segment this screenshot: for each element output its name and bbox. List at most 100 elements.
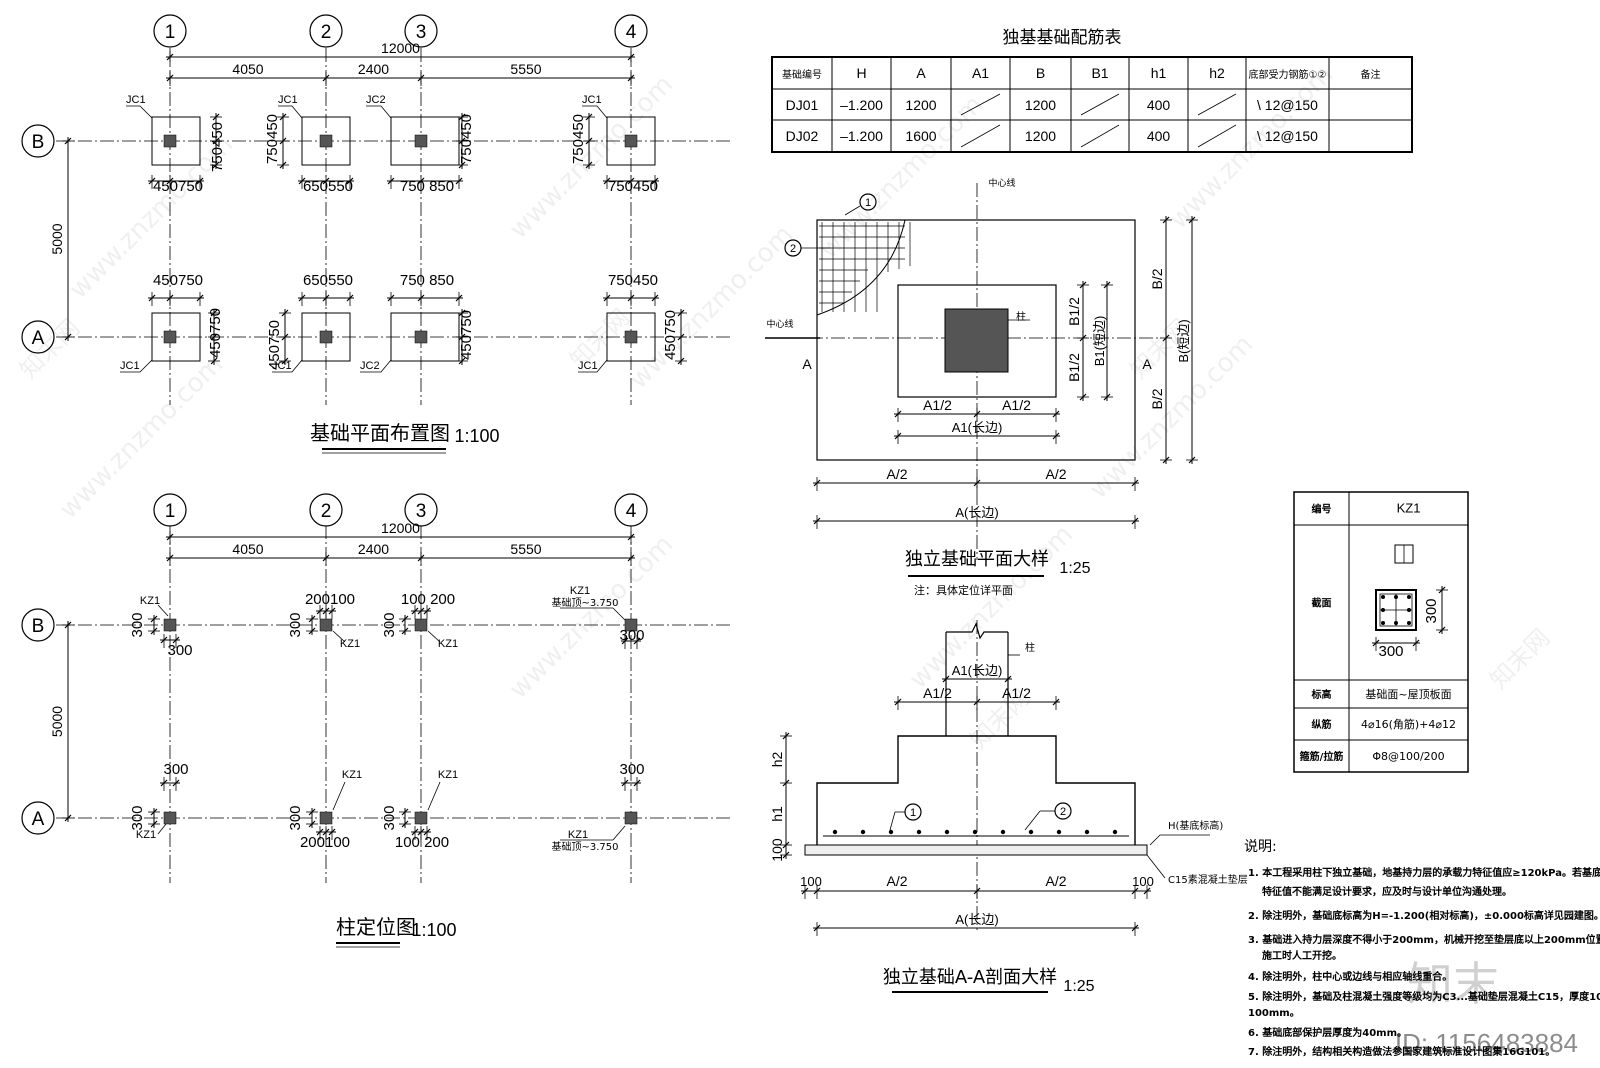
dimension-text: A/2 [1045, 873, 1066, 889]
blinding-label: C15素混凝土垫层 [1168, 873, 1248, 886]
column-dim: 100 200 [401, 591, 455, 608]
column-section [624, 134, 638, 148]
dimension-text: B(短边) [1176, 319, 1191, 362]
axis-bubble-3 [404, 493, 438, 527]
dimension-tick [813, 924, 821, 932]
dimension-tick [458, 137, 466, 145]
dimension-tick [603, 177, 611, 185]
dimension-text: A1/2 [923, 685, 952, 701]
table-header: 备注 [1361, 68, 1381, 81]
footing-dim: 450750 [458, 310, 475, 360]
table-header: A [916, 65, 926, 81]
column-section [319, 618, 333, 632]
dimension-tick [148, 177, 156, 185]
dimension-tick [1052, 698, 1060, 706]
watermark-brand: 知末网 [14, 314, 85, 385]
dimension-tick [1162, 334, 1170, 342]
dimension-tick [1079, 334, 1087, 342]
axis-bubble-label: 4 [626, 501, 637, 522]
dimension-text: B/2 [1149, 268, 1165, 289]
leader-line [157, 823, 167, 835]
dimension-tick [894, 698, 902, 706]
detail-scale: 1:25 [1059, 560, 1090, 577]
empty-cell-slash [1197, 124, 1237, 148]
kz-row-value: Φ8@100/200 [1372, 750, 1444, 763]
column-dim: 300 [167, 642, 192, 659]
dimension-tick [64, 137, 72, 145]
leader-label: JC1 [582, 94, 602, 106]
dimension-tick [782, 779, 790, 787]
column-section [163, 811, 177, 825]
dimension-tick [281, 333, 289, 341]
axis-bubble-label: 1 [165, 22, 176, 43]
dimension-tick [150, 627, 158, 635]
column-section [414, 811, 428, 825]
dimension-text: A/2 [886, 466, 907, 482]
rebar-dot [1028, 829, 1034, 835]
dimension-tick [417, 74, 425, 82]
dimension-text: 12000 [381, 40, 420, 56]
dimension-tick [621, 779, 629, 787]
dimension-text: A1(长边) [952, 663, 1003, 678]
axis-bubble-B [21, 124, 55, 158]
column-label: 柱 [1025, 641, 1035, 654]
leader-line [278, 105, 303, 119]
dimension-tick [316, 607, 324, 615]
leader-line [427, 781, 441, 811]
leader-label: JC2 [366, 94, 386, 106]
dimension-tick [150, 615, 158, 623]
leader-line [157, 604, 169, 617]
detail-title: 独立基础平面大样 [905, 549, 1049, 570]
dimension-tick [973, 887, 981, 895]
rebar-dot [888, 829, 894, 835]
empty-cell-slash [960, 124, 1001, 148]
column-section [319, 811, 333, 825]
dimension-tick [1188, 456, 1196, 464]
dimension-text: A1(长边) [952, 420, 1003, 435]
column-section [624, 811, 638, 825]
table-header: B [1036, 65, 1045, 81]
dimension-tick [1372, 639, 1380, 647]
dimension-tick [973, 410, 981, 418]
dimension-tick [166, 294, 174, 302]
section-marker: A [802, 356, 812, 372]
dimension-text: B/2 [1149, 388, 1165, 409]
dimension-text: 100 [1132, 874, 1154, 889]
dimension-text: 100 [800, 874, 822, 889]
leader-line [360, 359, 392, 373]
footing-dim: 450750 [153, 272, 203, 289]
kz-dim: 300 [1423, 598, 1440, 623]
axis-bubble-label: A [32, 328, 45, 349]
axis-bubble-label: 4 [626, 22, 637, 43]
axis-bubble-2 [309, 14, 343, 48]
dimension-tick [585, 113, 593, 121]
dimension-tick [328, 828, 336, 836]
dimension-tick [801, 887, 809, 895]
dimension-text: 5000 [49, 706, 65, 737]
dimension-tick [1103, 281, 1111, 289]
footing-outline [816, 219, 1136, 461]
dimension-tick [633, 637, 641, 645]
dimension-tick [401, 820, 409, 828]
note-line: 4. 除注明外，柱中心或边线与相应轴线重合。 [1248, 970, 1452, 983]
dimension-tick [417, 607, 425, 615]
dimension-tick [458, 357, 466, 365]
dimension-text: A1/2 [923, 397, 952, 413]
table-cell: 400 [1147, 97, 1171, 113]
leader-label: JC1 [272, 360, 292, 372]
leader-line [612, 825, 626, 841]
watermark-text: www.znzmo.com [54, 350, 229, 525]
column-section-outline [1375, 589, 1417, 631]
footing-outline [606, 116, 656, 166]
elevation-label: H(基底标高) [1168, 819, 1223, 832]
dimension-tick [316, 828, 324, 836]
dimension-text: A/2 [1045, 466, 1066, 482]
table-header: A1 [972, 65, 989, 81]
plan-scale: 1:100 [454, 426, 499, 446]
leader-line [578, 359, 608, 373]
leader-line [427, 630, 441, 643]
rebar-dot [1084, 829, 1090, 835]
dimension-text: 100 [769, 838, 785, 862]
table-border [771, 56, 1413, 153]
